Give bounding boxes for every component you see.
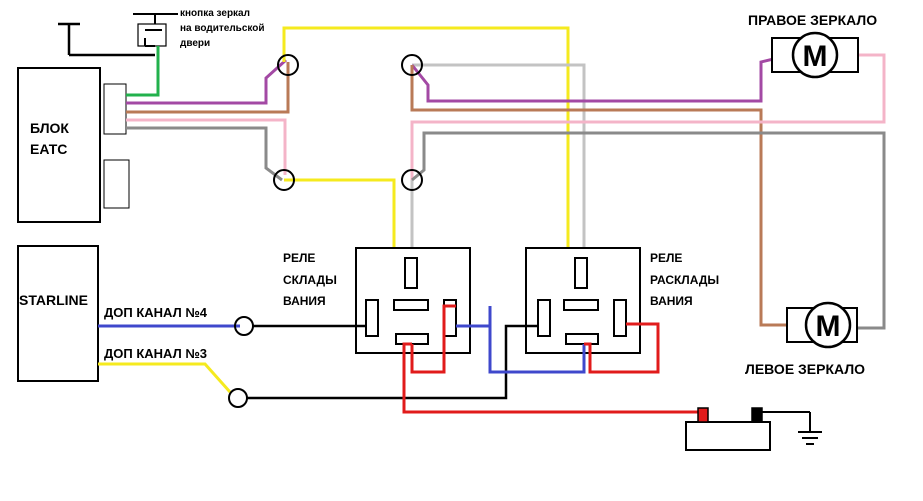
eatc-connector-upper (103, 83, 127, 135)
wire-pink-eatc (126, 118, 287, 175)
eatc-connector-lower (103, 159, 130, 209)
left-mirror-motor-symbol: M (816, 310, 841, 343)
relay-fold-label-line2: СКЛАДЫ (283, 273, 337, 287)
mirror-button-icon (133, 13, 178, 47)
wire-yellow-top (282, 26, 570, 300)
wire-red-unfold (584, 322, 660, 374)
ground-icon-battery (762, 411, 822, 445)
relay-unfold-pin-87 (574, 257, 588, 289)
wire-brown-left-mirror (410, 65, 790, 327)
battery (685, 421, 771, 451)
relay-unfold-pin-86 (537, 299, 551, 337)
relay-fold-pin-87 (404, 257, 418, 289)
relay-fold-pin-86 (365, 299, 379, 337)
wire-yellow-ch3 (98, 362, 232, 393)
eatc-label-line1: БЛОК (30, 120, 69, 136)
wire-brown-eatc (126, 62, 290, 114)
relay-unfold-pin-85 (613, 299, 627, 337)
right-mirror-motor-symbol: M (803, 40, 828, 73)
wire-pink-right-mirror (410, 53, 886, 180)
relay-unfold-pin-30 (563, 299, 599, 311)
wire-red-fold (410, 304, 456, 374)
right-mirror-label: ПРАВОЕ ЗЕРКАЛО (748, 12, 877, 28)
relay-unfold-label-line2: РАСКЛАДЫ (650, 273, 719, 287)
wire-purple-eatc (126, 58, 288, 105)
relay-fold-pin-30 (393, 299, 429, 311)
eatc-label-line2: ЕАТС (30, 141, 67, 157)
relay-fold-label-line3: ВАНИЯ (283, 294, 326, 308)
wire-black-unfold-coil (247, 324, 538, 400)
junction-2 (401, 54, 423, 76)
channel3-terminal (228, 388, 248, 408)
relay-unfold-label-line3: ВАНИЯ (650, 294, 693, 308)
starline-block (17, 245, 99, 382)
wire-green (126, 46, 160, 97)
button-label-line1: кнопка зеркал (180, 8, 250, 19)
battery-plus-terminal (697, 407, 709, 423)
relay-unfold-pin-87a (565, 333, 599, 345)
wire-purple-right-mirror (410, 53, 791, 103)
relay-unfold-label-line1: РЕЛЕ (650, 251, 682, 265)
starline-label: STARLINE (19, 292, 88, 308)
right-mirror-motor-icon (791, 31, 839, 79)
ground-icon-top (58, 22, 155, 57)
eatc-block (17, 67, 101, 223)
button-label-line3: двери (180, 38, 210, 49)
junction-1 (277, 54, 299, 76)
wire-lightgray-upper (412, 63, 586, 298)
channel4-label: ДОП КАНАЛ №4 (104, 305, 208, 320)
relay-fold-label-line1: РЕЛЕ (283, 251, 315, 265)
junction-3 (273, 169, 295, 191)
wire-gray-left-mirror (411, 131, 886, 330)
wire-blue-cross (456, 306, 586, 374)
left-mirror-label: ЛЕВОЕ ЗЕРКАЛО (745, 361, 865, 377)
wire-gray-eatc (126, 126, 283, 182)
left-mirror-motor-icon (804, 301, 852, 349)
junction-4 (401, 169, 423, 191)
channel3-label: ДОП КАНАЛ №3 (104, 346, 207, 361)
button-label-line2: на водительской (180, 23, 265, 34)
wire-red-battery (402, 342, 704, 414)
battery-minus-terminal (751, 407, 763, 423)
